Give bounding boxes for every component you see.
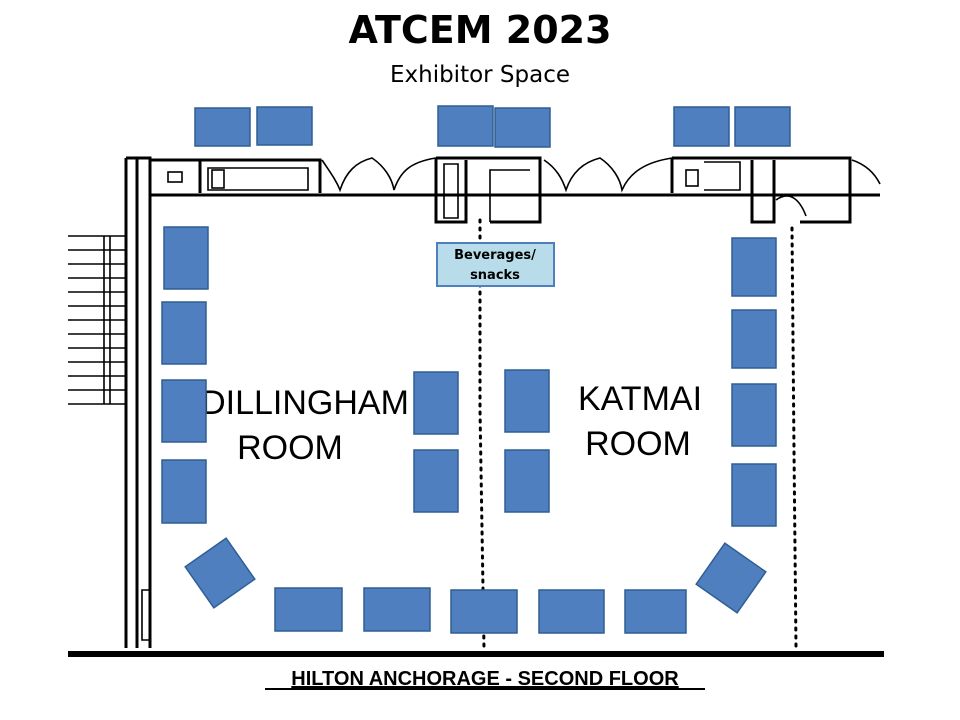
booth[interactable] <box>494 107 551 148</box>
utility-box <box>167 171 183 183</box>
partition-line-right <box>790 226 798 650</box>
booth[interactable] <box>274 587 343 632</box>
floor-caption: HILTON ANCHORAGE - SECOND FLOOR <box>291 668 679 690</box>
booth[interactable] <box>256 106 313 146</box>
booth[interactable] <box>731 309 777 369</box>
booth[interactable] <box>450 589 518 634</box>
booth[interactable] <box>437 105 494 147</box>
room-label-katmai: KATMAI <box>578 380 702 418</box>
booth[interactable] <box>413 449 459 513</box>
booth[interactable] <box>734 106 791 147</box>
booth[interactable] <box>184 537 256 609</box>
booth[interactable] <box>161 301 207 365</box>
floor-line <box>68 651 884 657</box>
booth[interactable] <box>538 589 605 634</box>
beverages-label-line1: Beverages/ <box>454 248 536 263</box>
booth[interactable] <box>363 587 431 632</box>
booth[interactable] <box>504 449 550 513</box>
booth[interactable] <box>194 107 251 147</box>
beverages-station[interactable]: Beverages/ snacks <box>436 242 555 287</box>
booth[interactable] <box>161 459 207 524</box>
room-label-dillingham: DILLINGHAM <box>201 384 409 422</box>
booth[interactable] <box>731 237 777 297</box>
booth[interactable] <box>673 106 730 147</box>
booth[interactable] <box>695 542 767 614</box>
stairs <box>68 235 126 405</box>
booth[interactable] <box>161 379 207 443</box>
booth[interactable] <box>624 589 687 634</box>
left-wall <box>124 156 152 648</box>
room-label-katmai-room: ROOM <box>585 425 691 463</box>
booth[interactable] <box>731 383 777 447</box>
booth[interactable] <box>413 371 459 435</box>
booth[interactable] <box>163 226 209 290</box>
beverages-label-line2: snacks <box>470 268 520 283</box>
door-swings <box>321 157 881 193</box>
page-subtitle: Exhibitor Space <box>389 62 571 88</box>
top-wall <box>148 156 880 224</box>
booth[interactable] <box>504 369 550 433</box>
page-title: ATCEM 2023 <box>348 8 612 52</box>
booth[interactable] <box>731 463 777 527</box>
room-label-dillingham-room: ROOM <box>237 429 343 467</box>
